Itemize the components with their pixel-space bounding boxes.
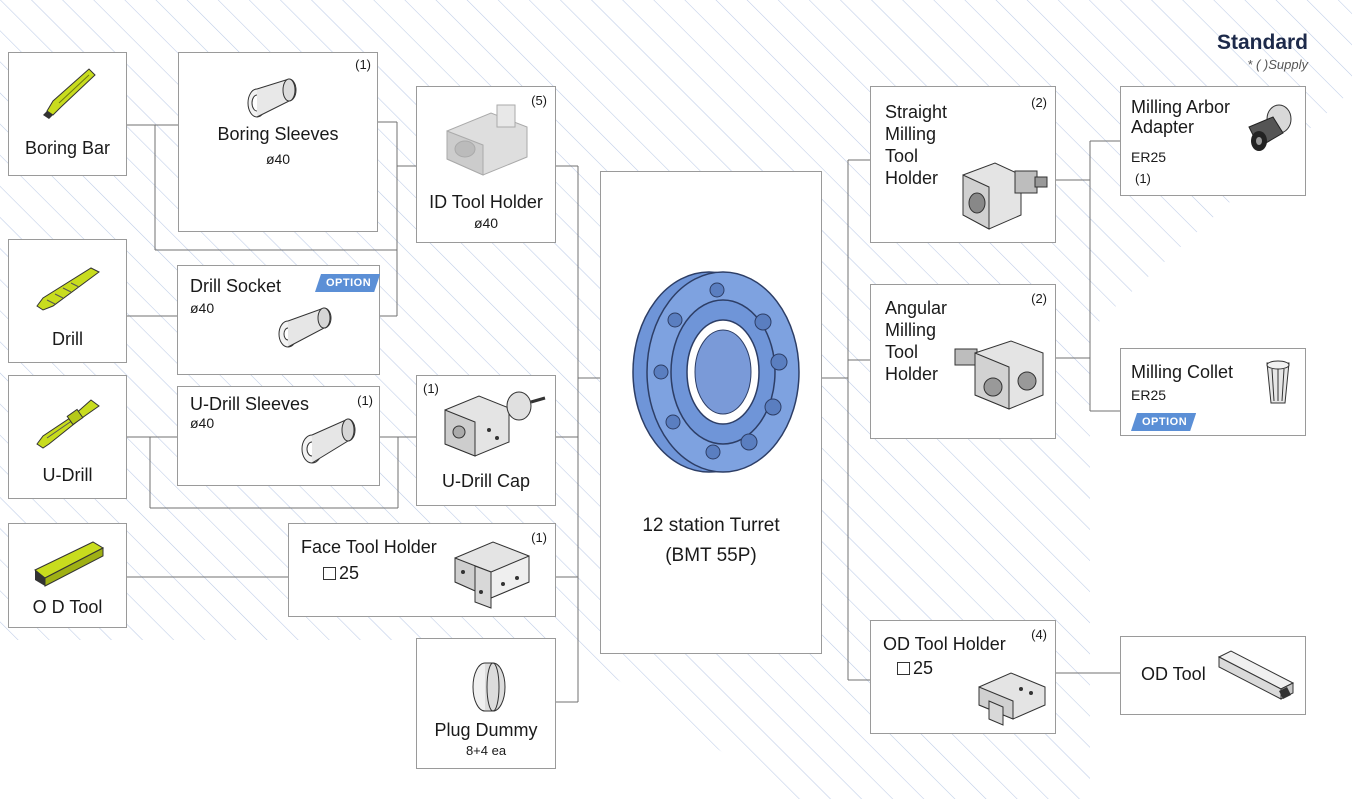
- milling-collet-icon: [1266, 360, 1290, 404]
- face-tool-holder-spec: 25: [339, 563, 360, 583]
- u-drill-sleeves-qty: (1): [357, 393, 373, 408]
- u-drill-cap-qty: (1): [423, 381, 439, 396]
- od-tool-label: O D Tool: [32, 597, 103, 617]
- angular-milling-l3: Tool: [885, 342, 919, 362]
- od-tool-holder-spec-row: 25: [897, 657, 933, 679]
- boring-sleeves-label: Boring Sleeves: [217, 124, 339, 144]
- boring-sleeves-spec: ø40: [265, 151, 291, 167]
- drill-socket-spec: ø40: [190, 300, 215, 316]
- face-tool-holder-qty: (1): [531, 530, 547, 545]
- straight-milling-l3: Tool: [885, 146, 919, 166]
- face-tool-holder-box: Face Tool Holder (1) 25: [288, 523, 556, 617]
- straight-milling-l2: Milling: [885, 124, 937, 144]
- od-tool-holder-icon: [978, 672, 1046, 726]
- angular-milling-l4: Holder: [885, 364, 939, 384]
- plug-dummy-label: Plug Dummy: [434, 720, 538, 740]
- od-tool-holder-qty: (4): [1031, 627, 1047, 642]
- milling-collet-label: Milling Collet: [1131, 362, 1234, 382]
- straight-milling-label: Straight Milling Tool Holder: [885, 101, 947, 189]
- id-tool-holder-spec: ø40: [473, 215, 499, 231]
- drill-socket-box: Drill Socket OPTION ø40: [177, 265, 380, 375]
- drill-socket-label: Drill Socket: [190, 276, 282, 296]
- drill-label: Drill: [52, 329, 83, 349]
- u-drill-sleeves-box: U-Drill Sleeves (1) ø40: [177, 386, 380, 486]
- u-drill-sleeves-label: U-Drill Sleeves: [190, 394, 310, 414]
- od-tool-right-box: OD Tool: [1120, 636, 1306, 715]
- plug-dummy-spec: 8+4 ea: [465, 743, 507, 758]
- legend-title: Standard: [1216, 31, 1308, 54]
- id-tool-holder-label: ID Tool Holder: [429, 192, 543, 212]
- u-drill-cap-box: (1) U-Drill Cap: [416, 375, 556, 506]
- u-drill-sleeve-icon: [301, 418, 356, 464]
- od-tool-holder-box: OD Tool Holder (4) 25: [870, 620, 1056, 734]
- turret-model: (BMT 55P): [665, 545, 757, 566]
- od-tool-holder-spec: 25: [913, 658, 934, 678]
- angular-milling-label: Angular Milling Tool Holder: [885, 297, 947, 385]
- boring-sleeves-box: (1) Boring Sleeves ø40: [178, 52, 378, 232]
- drill-box: Drill: [8, 239, 127, 363]
- sleeve-icon: [247, 78, 297, 118]
- turret-title: 12 station Turret: [642, 515, 780, 536]
- square-icon: [897, 662, 910, 675]
- u-drill-sleeves-spec: ø40: [190, 415, 215, 431]
- drill-icon: [36, 267, 100, 311]
- u-drill-icon: [36, 399, 100, 449]
- od-tool-box: O D Tool: [8, 523, 127, 628]
- angular-milling-l2: Milling: [885, 320, 937, 340]
- milling-arbor-box: Milling Arbor Adapter ER25 (1): [1120, 86, 1306, 196]
- u-drill-box: U-Drill: [8, 375, 127, 499]
- legend-note: * ( )Supply: [1247, 57, 1308, 72]
- od-tool-right-icon: [1217, 650, 1295, 700]
- straight-milling-l1: Straight: [885, 102, 948, 122]
- id-tool-holder-icon: [446, 104, 528, 176]
- angular-milling-qty: (2): [1031, 291, 1047, 306]
- milling-arbor-icon: [1248, 104, 1292, 151]
- u-drill-label: U-Drill: [42, 465, 93, 485]
- u-drill-cap-icon: [444, 391, 546, 457]
- milling-arbor-l1: Milling Arbor: [1131, 97, 1231, 117]
- id-tool-holder-qty: (5): [531, 93, 547, 108]
- boring-bar-box: Boring Bar: [8, 52, 127, 176]
- drill-socket-option-badge: OPTION: [315, 274, 380, 292]
- square-icon: [323, 567, 336, 580]
- legend: Standard * ( )Supply: [1217, 30, 1308, 74]
- milling-collet-option-badge: OPTION: [1131, 413, 1196, 431]
- milling-arbor-label: Milling Arbor Adapter: [1131, 97, 1230, 137]
- plug-dummy-icon: [472, 662, 506, 712]
- milling-collet-box: Milling Collet ER25 OPTION: [1120, 348, 1306, 436]
- boring-bar-label: Boring Bar: [24, 138, 111, 158]
- milling-collet-spec: ER25: [1131, 387, 1167, 403]
- milling-arbor-qty: (1): [1135, 171, 1151, 186]
- angular-milling-l1: Angular: [885, 298, 948, 318]
- boring-sleeves-qty: (1): [355, 57, 371, 72]
- turret-box: 12 station Turret (BMT 55P): [600, 171, 822, 654]
- face-tool-holder-icon: [454, 541, 530, 609]
- od-tool-right-label: OD Tool: [1141, 664, 1206, 684]
- u-drill-cap-label: U-Drill Cap: [441, 471, 530, 491]
- straight-milling-qty: (2): [1031, 95, 1047, 110]
- boring-bar-icon: [43, 68, 96, 119]
- turret-icon: [632, 271, 800, 473]
- straight-milling-icon: [962, 162, 1048, 230]
- milling-arbor-spec: ER25: [1131, 149, 1167, 165]
- milling-arbor-l2: Adapter: [1131, 117, 1195, 137]
- id-tool-holder-box: (5) ID Tool Holder ø40: [416, 86, 556, 243]
- od-tool-icon: [34, 541, 105, 587]
- angular-milling-box: Angular Milling Tool Holder (2): [870, 284, 1056, 439]
- od-tool-holder-label: OD Tool Holder: [883, 634, 1006, 654]
- straight-milling-box: Straight Milling Tool Holder (2): [870, 86, 1056, 243]
- face-tool-holder-label: Face Tool Holder: [301, 537, 437, 557]
- angular-milling-icon: [954, 340, 1044, 410]
- straight-milling-l4: Holder: [885, 168, 939, 188]
- face-tool-holder-spec-row: 25: [323, 562, 359, 584]
- plug-dummy-box: Plug Dummy 8+4 ea: [416, 638, 556, 769]
- drill-socket-icon: [278, 307, 332, 348]
